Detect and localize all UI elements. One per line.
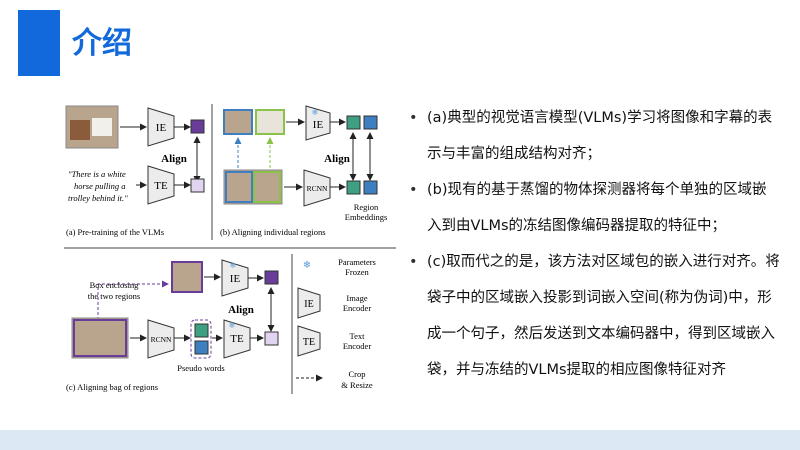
legend: ❄ Parameters Frozen IE Image Encoder TE … xyxy=(296,257,376,390)
snowflake-icon-c2: ❄ xyxy=(229,321,236,330)
image-encoder-b xyxy=(305,105,331,141)
ie-label-c: IE xyxy=(230,273,241,285)
bag-text-embedding xyxy=(264,331,279,346)
text-encoder-a xyxy=(147,165,175,205)
page-title: 介绍 xyxy=(72,26,132,61)
panel-b-caption: (b) Aligning individual regions xyxy=(220,227,326,237)
align-label-a: Align xyxy=(161,153,187,165)
bullet-marker: • xyxy=(409,254,418,270)
rcnn-label-c: RCNN xyxy=(151,335,172,344)
box-enclosing-line2: the two regions xyxy=(88,291,140,301)
region-embed-blue-bottom xyxy=(363,180,378,195)
legend-ie-symbol: IE xyxy=(304,299,313,310)
legend-text-encoder-line2: Encoder xyxy=(343,341,371,351)
panel-c: IE ❄ Align Box enclosing the two regions… xyxy=(66,259,279,392)
bullet-list: • (a)典型的视觉语言模型(VLMs)学习将图像和字幕的表示与丰富的组成结构对齐… xyxy=(405,100,780,388)
image-embedding-a xyxy=(190,119,205,134)
bullet-item-b: • (b)现有的基于蒸馏的物体探测器将每个单独的区域嵌入到由VLMs的冻结图像编码… xyxy=(405,172,780,244)
rcnn-c xyxy=(147,319,175,359)
snowflake-icon-c1: ❄ xyxy=(230,261,237,270)
panel-c-caption: (c) Aligning bag of regions xyxy=(66,382,158,392)
caption-quote-line2: horse pulling a xyxy=(74,181,125,191)
bullet-item-c: • (c)取而代之的是，该方法对区域包的嵌入进行对齐。将袋子中的区域嵌入投影到词嵌… xyxy=(405,244,780,388)
bag-image-embedding xyxy=(264,270,279,285)
legend-crop-line2: & Resize xyxy=(341,380,373,390)
bbox-green-b xyxy=(253,171,281,203)
text-embedding-a xyxy=(190,178,205,193)
align-label-c: Align xyxy=(228,304,254,316)
crop-bag xyxy=(171,261,203,293)
panel-a: IE Align TE "There is a white horse pull… xyxy=(65,105,205,237)
bullet-text-c: (c)取而代之的是，该方法对区域包的嵌入进行对齐。将袋子中的区域嵌入投影到词嵌入… xyxy=(427,254,780,378)
bbox-blue-b xyxy=(225,171,253,203)
bbox-purple-c xyxy=(73,319,127,357)
crop-region-2 xyxy=(255,109,285,135)
region-embeddings-line2: Embeddings xyxy=(345,212,388,222)
te-label-c: TE xyxy=(230,333,244,345)
region-embed-green-bottom xyxy=(346,180,361,195)
region-embed-blue-top xyxy=(363,115,378,130)
region-embed-green-top xyxy=(346,115,361,130)
image-encoder-a xyxy=(147,107,175,147)
bullet-marker: • xyxy=(409,110,418,126)
pseudo-words-label: Pseudo words xyxy=(177,363,224,373)
box-enclosing-line1: Box enclosing xyxy=(90,280,140,290)
legend-frozen-line2: Frozen xyxy=(345,267,369,277)
crop-region-1 xyxy=(223,109,253,135)
horse-shape-a xyxy=(92,118,112,136)
trolley-shape-a xyxy=(70,120,90,140)
title-accent-bar xyxy=(18,10,60,76)
horse-photo-c xyxy=(71,317,129,359)
legend-te-symbol: TE xyxy=(303,337,315,348)
legend-te-shape xyxy=(297,325,321,357)
legend-text-encoder-line1: Text xyxy=(350,331,366,341)
panel-a-caption: (a) Pre-training of the VLMs xyxy=(66,227,164,237)
text-encoder-c xyxy=(223,319,251,359)
caption-quote-line1: "There is a white xyxy=(68,169,126,179)
pseudo-word-green xyxy=(194,323,209,338)
image-encoder-c xyxy=(221,259,249,297)
method-figure: IE Align TE "There is a white horse pull… xyxy=(60,98,400,398)
align-label-b: Align xyxy=(324,153,350,165)
te-label-a: TE xyxy=(154,180,168,192)
legend-crop-line1: Crop xyxy=(349,369,366,379)
pseudo-word-blue xyxy=(194,340,209,355)
legend-image-encoder-line1: Image xyxy=(346,293,367,303)
rcnn-label-b: RCNN xyxy=(307,184,328,193)
comparison-diagram: IE Align TE "There is a white horse pull… xyxy=(64,104,396,394)
panel-b: IE ❄ Align RCNN Region Embeddings (b) Al… xyxy=(220,105,388,237)
legend-frozen-line1: Parameters xyxy=(338,257,376,267)
bullet-item-a: • (a)典型的视觉语言模型(VLMs)学习将图像和字幕的表示与丰富的组成结构对齐… xyxy=(405,100,780,172)
ie-label-b: IE xyxy=(313,119,324,131)
bullet-text-a: (a)典型的视觉语言模型(VLMs)学习将图像和字幕的表示与丰富的组成结构对齐； xyxy=(427,110,773,162)
legend-ie-shape xyxy=(297,287,321,319)
rcnn-b xyxy=(303,169,331,207)
footer-band xyxy=(0,430,800,450)
region-embeddings-line1: Region xyxy=(354,202,379,212)
caption-quote-line3: trolley behind it." xyxy=(68,193,128,203)
snowflake-icon-legend: ❄ xyxy=(303,260,311,271)
ie-label-a: IE xyxy=(156,122,167,134)
bullet-marker: • xyxy=(409,182,418,198)
legend-image-encoder-line2: Encoder xyxy=(343,303,371,313)
pseudo-words-bracket xyxy=(190,319,212,359)
snowflake-icon-b: ❄ xyxy=(312,108,319,117)
bullet-text-b: (b)现有的基于蒸馏的物体探测器将每个单独的区域嵌入到由VLMs的冻结图像编码器… xyxy=(427,182,767,234)
